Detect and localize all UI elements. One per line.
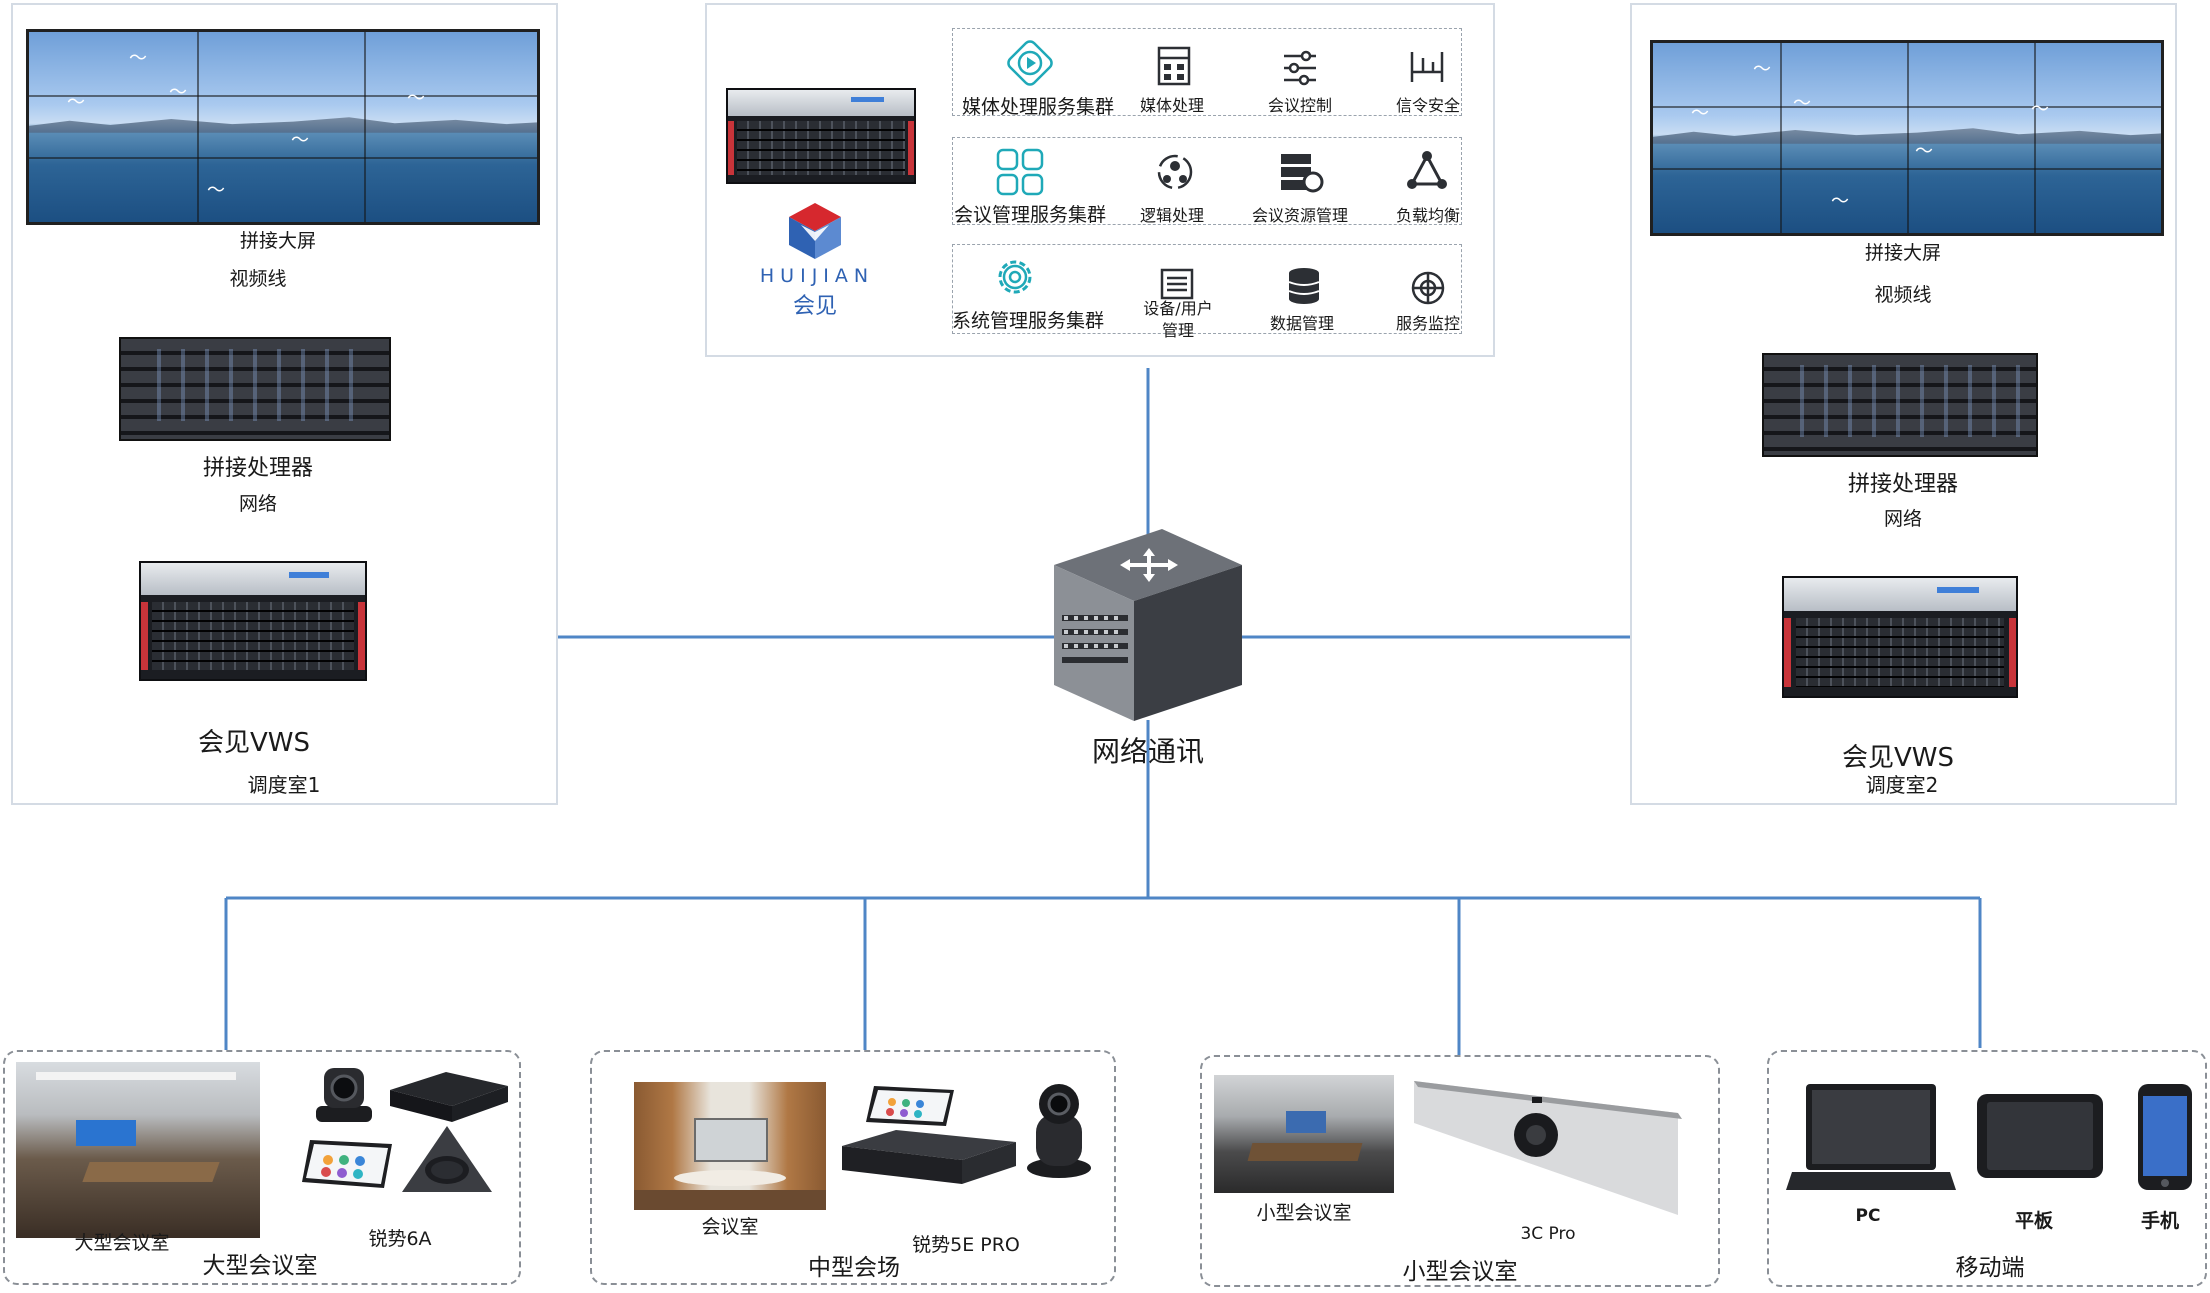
medium-meeting-room-photo xyxy=(634,1082,826,1210)
video-wall-label-1: 拼接大屏 xyxy=(239,230,317,252)
huijian-logo-icon xyxy=(789,203,841,259)
medium-venue-title: 中型会场 xyxy=(808,1255,900,1281)
large-meeting-room-photo xyxy=(16,1062,260,1238)
small-device-label: 3C Pro xyxy=(1520,1224,1576,1244)
huijian-server xyxy=(726,88,916,184)
touch-panel-medium xyxy=(866,1086,954,1126)
ptz-camera-large xyxy=(316,1068,372,1122)
item-media-processing: 媒体处理 xyxy=(1139,96,1205,115)
item-load-balancing: 负载均衡 xyxy=(1395,206,1461,225)
large-device-label: 锐势6A xyxy=(368,1228,432,1250)
item-data-management: 数据管理 xyxy=(1269,314,1335,333)
splicing-processor-2 xyxy=(1762,353,2038,457)
phone-label: 手机 xyxy=(2140,1210,2180,1232)
room-label-1: 调度室1 xyxy=(247,773,321,797)
ptz-camera-medium xyxy=(1027,1084,1091,1178)
device-user-management-icon xyxy=(1160,268,1194,300)
medium-room-photo-caption: 会议室 xyxy=(701,1216,759,1238)
item-signaling-security: 信令安全 xyxy=(1395,96,1461,115)
video-bar-3c-pro xyxy=(1414,1081,1682,1215)
mobile-title: 移动端 xyxy=(1955,1255,2025,1281)
vws-server-1 xyxy=(139,561,367,681)
network-label-1: 网络 xyxy=(238,493,278,515)
large-room-title: 大型会议室 xyxy=(202,1253,318,1279)
brand-name-cn: 会见 xyxy=(792,294,838,319)
phone-icon xyxy=(2138,1084,2192,1190)
signaling-security-icon xyxy=(1410,52,1444,82)
item-service-monitoring: 服务监控 xyxy=(1395,314,1461,333)
room-label-2: 调度室2 xyxy=(1865,773,1939,797)
brand-name-en: HUIJIAN xyxy=(759,265,875,287)
item-meeting-resource: 会议资源管理 xyxy=(1251,206,1349,225)
speakerphone-large xyxy=(402,1126,492,1192)
media-processing-icon xyxy=(1157,46,1191,86)
splicing-processor-1 xyxy=(119,337,391,441)
laptop-pc-icon xyxy=(1786,1084,1956,1190)
service-row-meeting xyxy=(952,137,1462,225)
vws-label-1: 会见VWS xyxy=(198,728,310,758)
large-room-photo-caption: 大型会议室 xyxy=(74,1232,170,1254)
item-device-user-management-text: 设备/用户管理 xyxy=(1143,299,1213,340)
video-line-label-2: 视频线 xyxy=(1874,284,1932,306)
medium-device-label: 锐势5E PRO xyxy=(912,1234,1020,1256)
service-monitoring-icon xyxy=(1411,271,1445,305)
cluster-label-media: 媒体处理服务集群 xyxy=(961,96,1115,118)
tablet-label: 平板 xyxy=(2014,1210,2054,1232)
logic-processing-icon xyxy=(1157,154,1193,190)
network-switch xyxy=(1054,529,1242,721)
codec-box-medium xyxy=(842,1130,1016,1184)
data-management-icon xyxy=(1288,268,1320,304)
service-row-media xyxy=(952,28,1462,116)
media-play-icon xyxy=(1007,40,1053,86)
small-meeting-room-photo xyxy=(1214,1075,1394,1193)
item-device-user-management: 设备/用户管理 xyxy=(1138,298,1218,342)
cluster-label-meeting: 会议管理服务集群 xyxy=(953,204,1107,226)
small-room-photo-caption: 小型会议室 xyxy=(1256,1202,1352,1224)
network-communication-label: 网络通讯 xyxy=(1091,735,1205,768)
video-wall-screen-1: 〜 〜 〜 〜 〜 〜 xyxy=(26,29,540,225)
meeting-management-icon xyxy=(996,148,1044,196)
codec-box-large xyxy=(390,1072,508,1122)
vws-server-2 xyxy=(1782,576,2018,698)
system-management-gear-icon xyxy=(998,260,1032,294)
video-wall-screen-2: 〜 〜 〜 〜 〜 〜 xyxy=(1650,40,2164,236)
meeting-resource-icon xyxy=(1281,154,1324,193)
load-balancing-icon xyxy=(1407,151,1447,189)
service-row-system xyxy=(952,244,1462,334)
meeting-control-icon xyxy=(1284,50,1316,86)
video-line-label-1: 视频线 xyxy=(229,268,287,290)
pc-label: PC xyxy=(1855,1206,1881,1226)
vws-label-2: 会见VWS xyxy=(1842,743,1954,773)
processor-label-1: 拼接处理器 xyxy=(202,456,314,481)
touch-panel-large xyxy=(302,1140,392,1188)
item-logic-processing: 逻辑处理 xyxy=(1139,206,1205,225)
small-room-title: 小型会议室 xyxy=(1402,1259,1518,1285)
processor-label-2: 拼接处理器 xyxy=(1847,472,1959,497)
item-meeting-control: 会议控制 xyxy=(1267,96,1333,115)
network-label-2: 网络 xyxy=(1883,508,1923,530)
tablet-icon xyxy=(1977,1094,2103,1178)
cluster-label-system: 系统管理服务集群 xyxy=(951,310,1105,332)
video-wall-label-2: 拼接大屏 xyxy=(1864,242,1942,264)
